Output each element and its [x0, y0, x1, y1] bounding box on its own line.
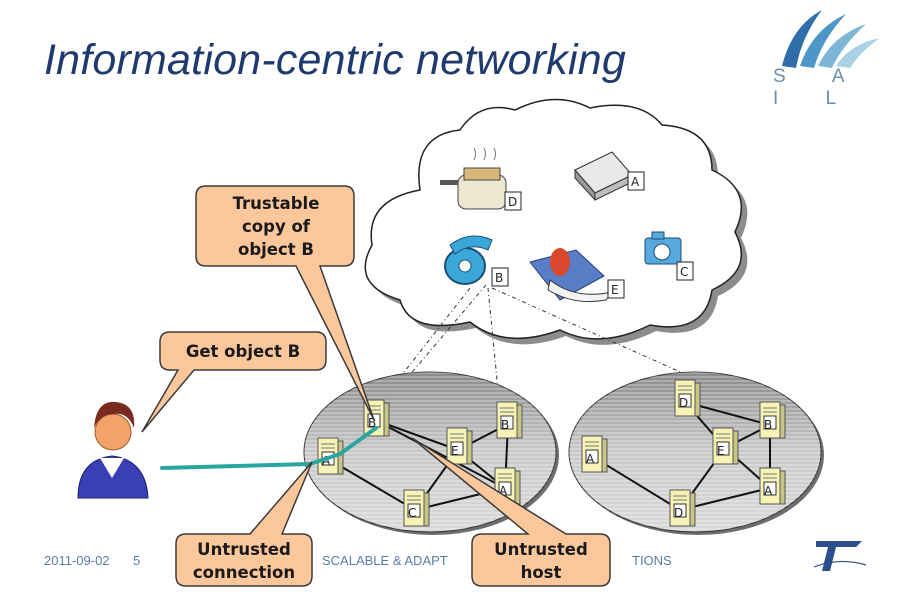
- toaster-icon: D: [440, 147, 522, 211]
- callout-untrusted-host-shape: [411, 437, 611, 587]
- camera-icon: C: [644, 231, 694, 281]
- network-right: D B A E D A: [568, 371, 824, 535]
- object-label-e: E: [611, 283, 619, 297]
- object-label-b: B: [495, 271, 503, 285]
- fp7-logo: [813, 541, 867, 571]
- user-avatar-icon: [77, 401, 149, 499]
- callout-get-object-shape: [141, 331, 327, 433]
- node-label: B: [368, 416, 376, 430]
- node-label: E: [451, 444, 459, 458]
- object-label-a: A: [631, 175, 640, 189]
- callout-trustable-shape: [195, 185, 375, 421]
- book-icon: A: [574, 151, 645, 202]
- footer-text-left: SCALABLE & ADAPT: [322, 553, 448, 568]
- footer-date: 2011-09-02: [44, 553, 110, 568]
- object-label-c: C: [680, 265, 688, 279]
- footer-text-right: TIONS: [632, 553, 672, 568]
- node-label: D: [674, 506, 683, 520]
- node-label: C: [408, 506, 416, 520]
- sail-logo: [782, 10, 880, 68]
- callout-get-object: Get object B: [185, 342, 301, 361]
- node-label: A: [586, 452, 595, 466]
- page-title: Information-centric networking: [44, 36, 626, 84]
- film-reel-icon: B: [444, 235, 509, 287]
- node-label: E: [717, 444, 725, 458]
- callout-untrusted-connection-shape: [175, 461, 313, 587]
- footer-page-number: 5: [133, 553, 141, 568]
- node-label: B: [501, 418, 509, 432]
- content-cloud: [364, 98, 748, 345]
- jet-ski-icon: E: [529, 248, 625, 303]
- node-label: A: [764, 484, 773, 498]
- node-label: A: [322, 454, 331, 468]
- node-label: A: [499, 484, 508, 498]
- object-label-d: D: [508, 195, 517, 209]
- node-label: B: [764, 418, 772, 432]
- callout-untrusted-host: Untrusted host: [494, 540, 588, 582]
- callout-untrusted-connection: Untrusted connection: [192, 540, 296, 582]
- node-label: D: [679, 396, 688, 410]
- callout-trustable: Trustable copy of object B: [232, 194, 320, 259]
- sail-logo-text: S A I L: [773, 66, 865, 109]
- untrusted-connection-line: [160, 426, 378, 470]
